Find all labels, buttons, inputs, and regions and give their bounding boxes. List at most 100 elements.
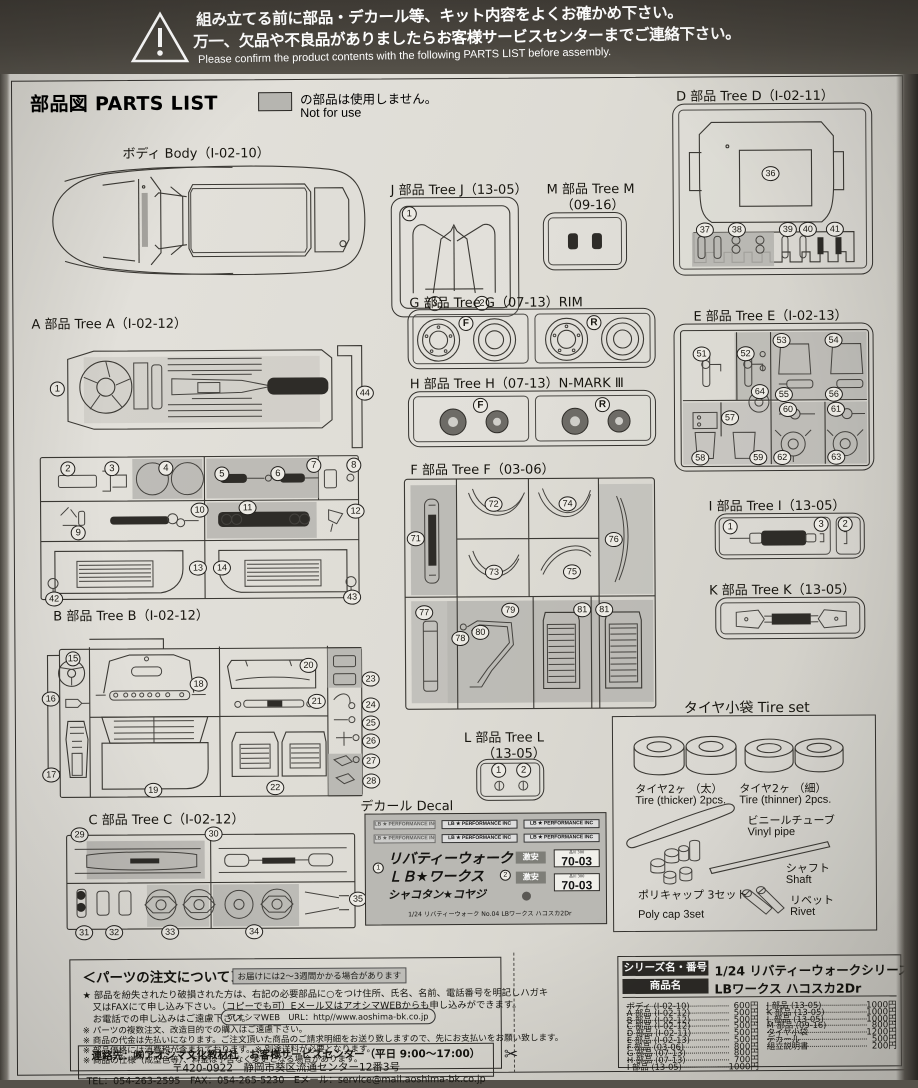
part-number-b22: 22 xyxy=(266,780,285,796)
series-value: 1/24 リバティーウォークシリーズ No.4 xyxy=(714,962,918,979)
part-number-a42: 42 xyxy=(45,591,64,607)
sprue-l: 1 2 xyxy=(476,758,545,801)
part-number-j1: 1 xyxy=(401,206,417,222)
part-number-b25: 25 xyxy=(361,715,380,731)
part-m-piece-2 xyxy=(591,233,603,250)
polycap-en: Poly cap 3set xyxy=(638,908,705,921)
part-number-53: 53 xyxy=(772,332,791,349)
tree-heading-d: D 部品 Tree D（I-02-11） xyxy=(676,88,834,105)
part-number-61: 61 xyxy=(826,401,846,417)
price-left-name: I 部品 (13-05) xyxy=(626,1061,682,1073)
rivet-en: Rivet xyxy=(790,905,816,918)
decal-dot xyxy=(521,891,531,901)
tree-heading-body: ボディ Body（I-02-10） xyxy=(122,146,270,163)
part-number-b26: 26 xyxy=(361,733,381,749)
sprue-m xyxy=(542,211,628,271)
license-plate-1: 品川 300 70-03 xyxy=(553,849,600,869)
part-number-i3: 3 xyxy=(813,516,829,532)
part-number-36: 36 xyxy=(761,166,780,182)
part-number-63: 63 xyxy=(827,449,846,465)
sprue-f: 71 72 73 74 75 76 77 78 79 80 81 81 xyxy=(400,474,659,714)
price-left-price: 1000円 xyxy=(728,1062,760,1073)
tree-h-label-rear: R xyxy=(594,397,611,413)
part-number-c33: 33 xyxy=(161,924,180,940)
sprue-a: 1 2 3 4 5 6 7 8 9 10 11 12 13 14 42 43 4… xyxy=(31,328,377,608)
decal-text-2: ＬＢ★ワークス xyxy=(387,868,485,886)
part-number-51: 51 xyxy=(692,346,711,362)
decal-brand-strip-1: LB ★ PERFORMANCE INC xyxy=(373,820,436,830)
decal-number-2: 2 xyxy=(499,869,511,881)
part-number-a4: 4 xyxy=(158,460,174,476)
part-number-a9: 9 xyxy=(70,525,86,541)
part-number-b15: 15 xyxy=(65,651,81,667)
part-number-b23: 23 xyxy=(361,671,380,687)
part-number-a13: 13 xyxy=(188,560,207,576)
sprue-k xyxy=(715,596,866,640)
scissors-icon: ✂ xyxy=(503,1044,519,1064)
contact-box: 連絡先：㈱アオシマ文化教材社 お客様サービスセンター（平日 9:00〜17:00… xyxy=(77,1042,495,1087)
license-plate-number-1: 70-03 xyxy=(561,854,593,869)
sprue-b: 15 16 17 18 19 20 21 22 23 24 25 26 27 2… xyxy=(33,620,381,808)
part-number-a2: 2 xyxy=(60,461,76,477)
part-number-62: 62 xyxy=(773,449,792,466)
part-number-f81a: 81 xyxy=(573,602,592,618)
decal-brand-strip-4: LB ★ PERFORMANCE INC xyxy=(441,833,518,844)
decal-heading: デカール Decal xyxy=(360,799,454,815)
tree-heading-k: K 部品 Tree K（13-05） xyxy=(709,582,856,599)
part-number-56: 56 xyxy=(824,386,843,402)
part-number-40: 40 xyxy=(798,221,817,237)
tree-h-label-front: F xyxy=(472,397,489,413)
part-number-a7: 7 xyxy=(306,457,322,473)
price-right-name: 組立説明書 xyxy=(766,1040,809,1051)
part-number-f79: 79 xyxy=(501,602,520,618)
sprue-j: 1 3 2 xyxy=(390,196,520,318)
tree-heading-j: J 部品 Tree J（13-05） xyxy=(390,182,528,199)
shaft-en: Shaft xyxy=(785,873,812,887)
decal-green-tag-1: 激安 xyxy=(515,851,546,864)
warning-triangle-icon xyxy=(130,11,190,63)
contact-line-3: TEL：054-263-2595 FAX：054-265-5230 Eメール：s… xyxy=(86,1073,486,1088)
part-number-a43: 43 xyxy=(343,589,362,605)
tree-g-label-front: F xyxy=(458,315,474,332)
decal-brand-strip-6: LB ★ PERFORMANCE INC xyxy=(523,833,600,843)
decal-number-1: 1 xyxy=(372,862,384,874)
part-number-39: 39 xyxy=(778,221,797,238)
part-number-f78: 78 xyxy=(451,630,470,647)
tree-heading-e: E 部品 Tree E（I-02-13） xyxy=(693,308,848,325)
part-number-52: 52 xyxy=(736,346,755,362)
part-number-a1: 1 xyxy=(49,381,65,397)
part-number-c29: 29 xyxy=(70,827,89,843)
sprue-i: 1 3 2 xyxy=(714,512,865,560)
part-number-a6: 6 xyxy=(270,466,286,482)
part-number-f74: 74 xyxy=(558,496,577,512)
part-number-60: 60 xyxy=(778,401,798,418)
part-number-a5: 5 xyxy=(214,466,230,482)
series-key: シリーズ名・番号 xyxy=(622,960,709,977)
part-number-a11: 11 xyxy=(238,500,257,516)
part-number-a3: 3 xyxy=(104,461,120,477)
warning-header-band: 組み立てる前に部品・デカール等、キット内容をよくお確かめ下さい。 万一、欠品や不… xyxy=(0,0,918,74)
order-title: ＜パーツの注文について＞ xyxy=(82,969,244,987)
part-number-f73: 73 xyxy=(484,564,504,580)
decal-green-tag-2: 激安 xyxy=(515,871,546,884)
part-number-b21: 21 xyxy=(307,693,326,709)
body-shell-drawing xyxy=(52,165,366,276)
tree-heading-m2: （09-16） xyxy=(560,197,625,214)
part-number-54: 54 xyxy=(824,332,843,348)
part-number-f81b: 81 xyxy=(595,602,614,618)
part-number-l1: 1 xyxy=(491,762,507,778)
part-number-i2: 2 xyxy=(837,516,853,532)
part-number-a10: 10 xyxy=(190,502,209,518)
license-plate-number-2: 70-03 xyxy=(561,878,593,893)
part-number-f80: 80 xyxy=(471,624,490,640)
part-number-c30: 30 xyxy=(204,826,223,842)
part-number-58: 58 xyxy=(691,450,710,466)
not-for-use-swatch xyxy=(258,92,293,112)
part-number-64: 64 xyxy=(750,384,769,400)
part-number-f77: 77 xyxy=(415,605,434,621)
part-number-41: 41 xyxy=(825,221,844,237)
part-number-55: 55 xyxy=(774,386,793,403)
